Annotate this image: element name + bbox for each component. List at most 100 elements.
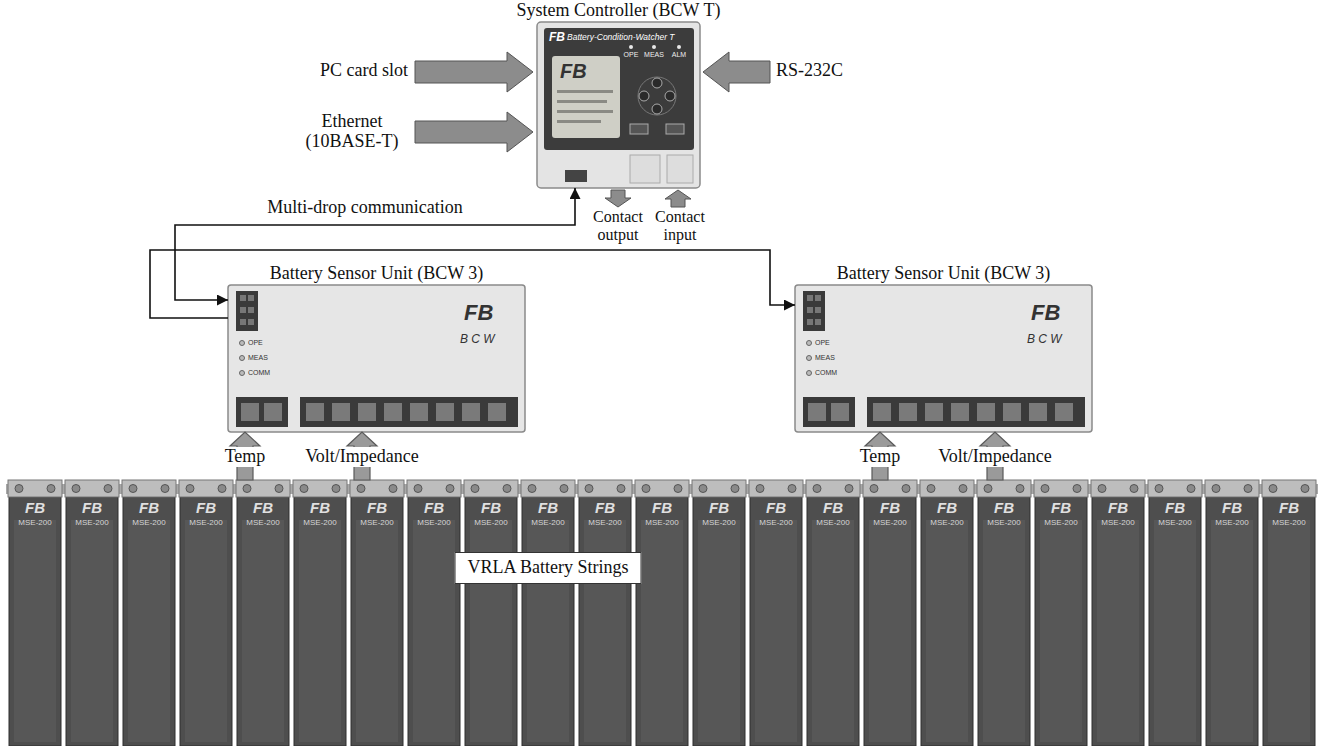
battery-logo: FB xyxy=(709,500,729,517)
led-label: ALM xyxy=(672,51,686,59)
battery-model: MSE-200 xyxy=(702,519,735,528)
edge-label: Volt/Impedance xyxy=(935,447,1055,467)
battery-model: MSE-200 xyxy=(645,519,678,528)
model-text: B C W xyxy=(460,333,495,346)
led-label: OPE xyxy=(248,339,263,347)
battery xyxy=(1148,480,1202,746)
battery-logo: FB xyxy=(82,500,102,517)
battery xyxy=(920,480,974,746)
battery-logo: FB xyxy=(25,500,45,517)
interface-label: Ethernet (10BASE-T) xyxy=(297,112,407,152)
battery xyxy=(863,480,917,746)
battery-model: MSE-200 xyxy=(246,519,279,528)
battery-model: MSE-200 xyxy=(1101,519,1134,528)
led-label: OPE xyxy=(624,51,639,59)
unit-title: Battery Sensor Unit (BCW 3) xyxy=(837,264,1051,284)
battery-logo: FB xyxy=(1051,500,1071,517)
battery-logo: FB xyxy=(823,500,843,517)
edge-label: Temp xyxy=(222,447,269,467)
battery xyxy=(293,480,347,746)
battery xyxy=(179,480,233,746)
battery xyxy=(407,480,461,746)
battery-logo: FB xyxy=(424,500,444,517)
battery xyxy=(65,480,119,746)
battery xyxy=(578,480,632,746)
battery xyxy=(464,480,518,746)
battery-logo: FB xyxy=(994,500,1014,517)
sensor-device xyxy=(795,285,1092,432)
interface-label: PC card slot xyxy=(320,61,408,81)
interface-label: Contact output xyxy=(587,208,649,243)
battery-model: MSE-200 xyxy=(18,519,51,528)
battery-logo: FB xyxy=(595,500,615,517)
brand-logo: FB xyxy=(1031,301,1060,325)
model-text: B C W xyxy=(1027,333,1062,346)
battery-logo: FB xyxy=(880,500,900,517)
battery xyxy=(1034,480,1088,746)
battery-model: MSE-200 xyxy=(75,519,108,528)
battery xyxy=(692,480,746,746)
key-button xyxy=(652,104,662,114)
block-arrow xyxy=(605,190,631,207)
battery-model: MSE-200 xyxy=(531,519,564,528)
battery-model: MSE-200 xyxy=(1044,519,1077,528)
contact-port xyxy=(667,155,693,183)
battery-logo: FB xyxy=(766,500,786,517)
battery-model: MSE-200 xyxy=(816,519,849,528)
battery xyxy=(977,480,1031,746)
battery xyxy=(806,480,860,746)
battery-logo: FB xyxy=(1279,500,1299,517)
battery-logo: FB xyxy=(1165,500,1185,517)
battery-logo: FB xyxy=(652,500,672,517)
interface-label: RS-232C xyxy=(776,61,843,81)
key-button xyxy=(665,91,675,101)
key-button xyxy=(652,78,662,88)
sensor-device xyxy=(228,285,525,432)
battery-logo: FB xyxy=(937,500,957,517)
battery-model: MSE-200 xyxy=(303,519,336,528)
battery-model: MSE-200 xyxy=(474,519,507,528)
battery xyxy=(122,480,176,746)
front-panel xyxy=(544,28,694,150)
block-arrow xyxy=(415,52,533,92)
battery-model: MSE-200 xyxy=(588,519,621,528)
battery-logo: FB xyxy=(1222,500,1242,517)
battery xyxy=(1262,480,1316,746)
interface-label: Contact input xyxy=(649,208,711,243)
bus-line xyxy=(175,188,575,300)
key-button xyxy=(666,124,684,134)
battery-model: MSE-200 xyxy=(1215,519,1248,528)
battery xyxy=(8,480,62,746)
lcd-line xyxy=(557,120,601,123)
battery xyxy=(1205,480,1259,746)
key-button xyxy=(630,124,648,134)
led-label: COMM xyxy=(248,369,270,377)
panel-text: Battery-Condition-Watcher T xyxy=(567,33,675,42)
bus-connector xyxy=(565,170,587,182)
led-label: MEAS xyxy=(248,354,268,362)
status-led xyxy=(652,45,656,49)
led-label: OPE xyxy=(815,339,830,347)
edge-label: Temp xyxy=(857,447,904,467)
status-led xyxy=(677,45,681,49)
lcd-line xyxy=(557,90,613,93)
unit-title: System Controller (BCW T) xyxy=(517,1,721,21)
battery xyxy=(521,480,575,746)
battery-model: MSE-200 xyxy=(132,519,165,528)
status-led xyxy=(629,45,633,49)
battery-model: MSE-200 xyxy=(1158,519,1191,528)
lcd-line xyxy=(557,100,607,103)
battery xyxy=(350,480,404,746)
battery xyxy=(635,480,689,746)
system-controller: System Controller (BCW T) xyxy=(537,22,700,188)
block-arrow xyxy=(665,190,691,207)
battery-model: MSE-200 xyxy=(417,519,450,528)
battery-logo: FB xyxy=(367,500,387,517)
battery-logo: FB xyxy=(253,500,273,517)
battery-logo: FB xyxy=(310,500,330,517)
block-arrow xyxy=(703,52,770,92)
